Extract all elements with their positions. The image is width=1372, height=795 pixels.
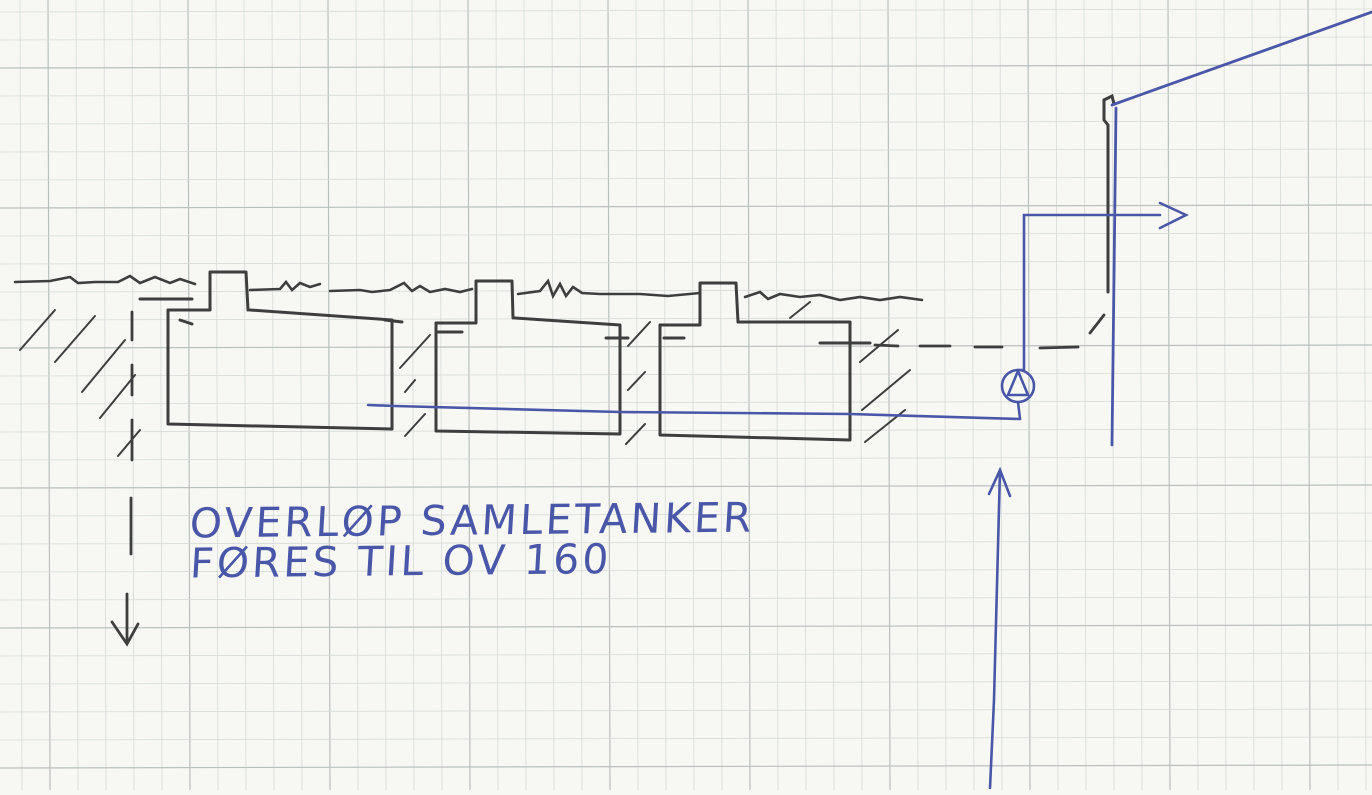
grid-line-vertical — [579, 0, 583, 791]
grid-line-vertical — [299, 0, 303, 791]
grid-line-vertical — [523, 0, 527, 791]
grid-line-vertical — [635, 0, 639, 791]
grid-line-horizontal — [0, 708, 1372, 713]
grid-line-horizontal — [0, 372, 1372, 377]
grid-line-horizontal — [0, 260, 1372, 265]
grid-line-vertical — [1363, 0, 1367, 791]
pump-connection — [1016, 213, 1162, 421]
collection-tank-3 — [658, 281, 872, 442]
grid-line-vertical — [775, 0, 779, 791]
grid-line-vertical — [887, 0, 891, 791]
grid-line-vertical — [719, 0, 723, 791]
grid-line-vertical — [271, 0, 275, 791]
outlet-pipe — [366, 403, 1022, 421]
inlet-pipe — [988, 468, 1002, 790]
grid-line-horizontal — [0, 456, 1372, 461]
grid-line-vertical — [859, 0, 863, 791]
overflow-pipe-dashed — [873, 313, 1106, 350]
grid-line-vertical — [1055, 0, 1059, 791]
grid-line-vertical — [1139, 0, 1143, 791]
grid-line-vertical — [215, 0, 219, 791]
grid-line-vertical — [1307, 0, 1311, 791]
grid-line-horizontal — [0, 624, 1372, 629]
grid-line-horizontal — [0, 680, 1372, 685]
grid-line-vertical — [383, 0, 387, 791]
grid-line-vertical — [47, 0, 51, 791]
grid-line-vertical — [747, 0, 751, 791]
grid-line-horizontal — [0, 596, 1372, 601]
ground-surface — [13, 274, 924, 302]
grid-line-horizontal — [0, 288, 1372, 293]
note-line-2: FØRES TIL OV 160 — [188, 535, 613, 588]
grid-line-vertical — [971, 0, 975, 791]
grid-line-vertical — [999, 0, 1003, 791]
grid-line-vertical — [19, 0, 23, 791]
grid-line-horizontal — [0, 176, 1372, 181]
grid-line-vertical — [327, 0, 331, 791]
grid-line-vertical — [1195, 0, 1199, 791]
grid-line-vertical — [607, 0, 611, 791]
grid-line-horizontal — [0, 568, 1372, 573]
grid-line-vertical — [1251, 0, 1255, 791]
grid-line-vertical — [411, 0, 415, 791]
grid-line-vertical — [355, 0, 359, 791]
grid-line-horizontal — [0, 8, 1372, 13]
grid-line-horizontal — [0, 652, 1372, 657]
grid-line-horizontal — [0, 36, 1372, 41]
grid-line-vertical — [831, 0, 835, 791]
collection-tank-1 — [138, 270, 404, 431]
grid-line-horizontal — [0, 484, 1372, 489]
grid-line-vertical — [1223, 0, 1227, 791]
grid-line-horizontal — [0, 92, 1372, 97]
arrow-right-icon — [1158, 201, 1190, 230]
grid-line-vertical — [943, 0, 947, 791]
grid-line-vertical — [803, 0, 807, 791]
grid-line-vertical — [103, 0, 107, 791]
grid-line-horizontal — [0, 64, 1372, 69]
grid-line-horizontal — [0, 764, 1372, 769]
grid-line-horizontal — [0, 148, 1372, 153]
grid-line-vertical — [467, 0, 471, 791]
grid-line-horizontal — [0, 316, 1372, 321]
grid-line-horizontal — [0, 512, 1372, 517]
overflow-note: OVERLØP SAMLETANKER FØRES TIL OV 160 — [188, 494, 851, 588]
grid-line-vertical — [187, 0, 191, 791]
grid-line-vertical — [439, 0, 443, 791]
grid-line-vertical — [159, 0, 163, 791]
grid-line-horizontal — [0, 344, 1372, 349]
grid-line-horizontal — [0, 736, 1372, 741]
grid-line-vertical — [243, 0, 247, 791]
grid-line-vertical — [1279, 0, 1283, 791]
grid-line-vertical — [663, 0, 667, 791]
grid-line-vertical — [1335, 0, 1339, 791]
grid-line-vertical — [691, 0, 695, 791]
overflow-down-pipe — [125, 310, 134, 644]
grid-line-vertical — [1167, 0, 1171, 791]
grid-line-horizontal — [0, 120, 1372, 125]
grid-line-vertical — [551, 0, 555, 791]
grid-line-vertical — [1083, 0, 1087, 791]
grid-line-horizontal — [0, 428, 1372, 433]
soil-hatching — [19, 301, 911, 457]
grid-line-vertical — [75, 0, 79, 791]
grid-line-vertical — [915, 0, 919, 791]
grid-line-vertical — [495, 0, 499, 791]
arrow-up-icon — [987, 466, 1012, 498]
roof-line — [1110, 10, 1372, 447]
grid-line-horizontal — [0, 540, 1372, 545]
collection-tank-2 — [434, 279, 630, 436]
grid-line-horizontal — [0, 400, 1372, 405]
grid-line-horizontal — [0, 232, 1372, 237]
building-wall — [1102, 93, 1116, 294]
arrow-down-icon — [110, 620, 140, 647]
grid-line-horizontal — [0, 204, 1372, 209]
